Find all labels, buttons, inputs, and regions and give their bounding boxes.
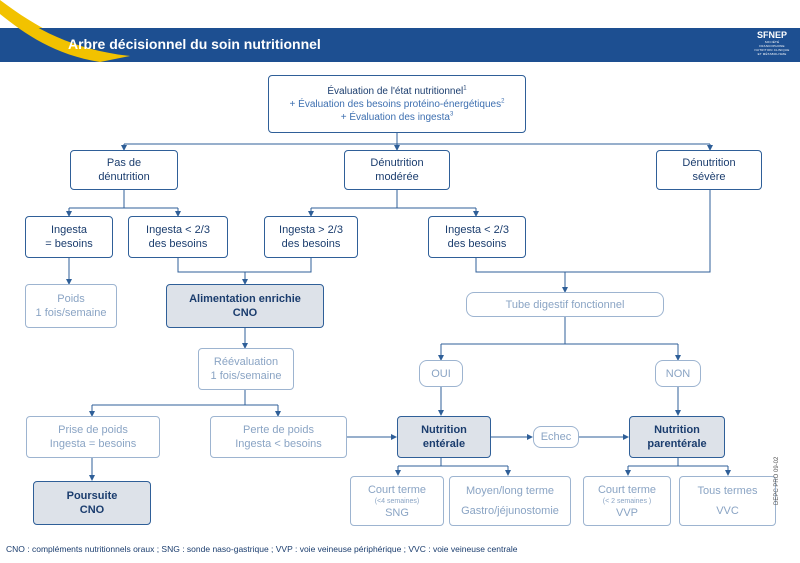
court-terme-b-line-2: VVP (615, 506, 638, 519)
moyen-long-line-2: Gastro/jéjunostomie (461, 505, 559, 517)
ingesta-inf-a-line-1: Ingesta < 2/3 (146, 224, 210, 236)
pas-denutrition-line-2: dénutrition (98, 171, 150, 183)
node-tous-termes: Tous termes VVC (679, 476, 776, 526)
evaluation-line-3: + Évaluation des ingesta3 (341, 111, 454, 124)
sfnep-logo: SFNEP SOCIÉTÉ FRANCOPHONE NUTRITION CLIN… (752, 30, 792, 60)
evaluation-line-2: + Évaluation des besoins protéino-énergé… (290, 98, 505, 111)
echec-label: Echec (540, 431, 572, 443)
node-denutrition-severe: Dénutrition sévère (656, 150, 762, 190)
node-reevaluation: Réévaluation 1 fois/semaine (198, 348, 294, 390)
node-alimentation-enrichie: Alimentation enrichie CNO (166, 284, 324, 328)
evaluation-line-1: Évaluation de l'état nutritionnel1 (327, 85, 466, 98)
node-ingesta-sup: Ingesta > 2/3 des besoins (264, 216, 358, 258)
node-denutrition-moderee: Dénutrition modérée (344, 150, 450, 190)
node-perte-poids: Perte de poids Ingesta < besoins (210, 416, 347, 458)
ingesta-inf-a-line-2: des besoins (148, 238, 208, 250)
tous-termes-line-2: VVC (716, 505, 739, 517)
reevaluation-line-2: 1 fois/semaine (210, 370, 282, 382)
node-poids: Poids 1 fois/semaine (25, 284, 117, 328)
node-moyen-long-terme: Moyen/long terme Gastro/jéjunostomie (449, 476, 571, 526)
node-court-terme-vvp: Court terme (< 2 semaines ) VVP (583, 476, 671, 526)
logo-text: SFNEP (756, 30, 787, 40)
footnote-ref-2: 2 (501, 98, 505, 105)
node-evaluation: Évaluation de l'état nutritionnel1 + Éva… (268, 75, 526, 133)
court-terme-b-line-1: Court terme (597, 483, 657, 496)
prise-poids-line-1: Prise de poids (58, 424, 128, 436)
court-terme-a-line-2: SNG (385, 506, 409, 519)
denutrition-moderee-line-1: Dénutrition (370, 157, 424, 169)
denutrition-severe-line-1: Dénutrition (682, 157, 736, 169)
moyen-long-line-1: Moyen/long terme (465, 485, 555, 497)
node-oui: OUI (419, 360, 463, 387)
reevaluation-line-1: Réévaluation (213, 356, 279, 368)
node-court-terme-sng: Court terme (<4 semaines) SNG (350, 476, 444, 526)
poids-line-2: 1 fois/semaine (35, 307, 107, 319)
non-label: NON (665, 367, 691, 380)
poursuite-line-2: CNO (79, 504, 105, 516)
perte-poids-line-1: Perte de poids (243, 424, 314, 436)
node-nutrition-enterale: Nutrition entérale (397, 416, 491, 458)
header-bar (0, 28, 800, 62)
node-ingesta-inf-a: Ingesta < 2/3 des besoins (128, 216, 228, 258)
denutrition-severe-line-2: sévère (692, 171, 726, 183)
nutrition-enterale-line-1: Nutrition (421, 424, 467, 436)
ingesta-egal-line-1: Ingesta (50, 224, 88, 236)
court-terme-a-duration: (<4 semaines) (374, 497, 420, 505)
ingesta-inf-b-line-2: des besoins (447, 238, 507, 250)
prise-poids-line-2: Ingesta = besoins (49, 438, 137, 450)
court-terme-a-line-1: Court terme (367, 483, 427, 496)
node-pas-denutrition: Pas de dénutrition (70, 150, 178, 190)
tube-digestif-label: Tube digestif fonctionnel (505, 298, 625, 311)
page-title: Arbre décisionnel du soin nutritionnel (68, 36, 321, 52)
node-nutrition-parenterale: Nutrition parentérale (629, 416, 725, 458)
evaluation-text-3: + Évaluation des ingesta (340, 111, 450, 123)
tous-termes-line-1: Tous termes (697, 485, 758, 497)
logo-subtext: SOCIÉTÉ FRANCOPHONE NUTRITION CLINIQUE E… (754, 40, 790, 56)
nutrition-enterale-line-2: entérale (422, 438, 466, 450)
alimentation-line-1: Alimentation enrichie (189, 293, 301, 305)
evaluation-text-2: + Évaluation des besoins protéino-énergé… (289, 98, 502, 110)
node-ingesta-inf-b: Ingesta < 2/3 des besoins (428, 216, 526, 258)
node-ingesta-egal-besoins: Ingesta = besoins (25, 216, 113, 258)
poids-line-1: Poids (57, 293, 85, 305)
poursuite-line-1: Poursuite (66, 490, 118, 502)
node-tube-digestif: Tube digestif fonctionnel (466, 292, 664, 317)
court-terme-b-duration: (< 2 semaines ) (602, 497, 652, 505)
ingesta-egal-line-2: = besoins (45, 238, 93, 250)
oui-label: OUI (431, 367, 451, 380)
evaluation-text-1: Évaluation de l'état nutritionnel (327, 85, 464, 97)
node-echec: Echec (533, 426, 579, 448)
nutrition-parenterale-line-1: Nutrition (654, 424, 700, 436)
ingesta-sup-line-2: des besoins (281, 238, 341, 250)
node-non: NON (655, 360, 701, 387)
ingesta-inf-b-line-1: Ingesta < 2/3 (445, 224, 509, 236)
nutrition-parenterale-line-2: parentérale (647, 438, 707, 450)
header-swoosh-overlay (0, 2, 130, 62)
ingesta-sup-line-1: Ingesta > 2/3 (279, 224, 343, 236)
denutrition-moderee-line-2: modérée (375, 171, 419, 183)
document-reference: DEPC PRO 09-02 (774, 456, 780, 505)
footnote-ref-3: 3 (449, 111, 454, 118)
node-poursuite: Poursuite CNO (33, 481, 151, 525)
footnote-legend: CNO : compléments nutritionnels oraux ; … (6, 544, 518, 554)
alimentation-line-2: CNO (232, 307, 258, 319)
footnote-ref-1: 1 (463, 85, 467, 92)
perte-poids-line-2: Ingesta < besoins (235, 438, 322, 450)
node-prise-poids: Prise de poids Ingesta = besoins (26, 416, 160, 458)
pas-denutrition-line-1: Pas de (106, 157, 142, 169)
